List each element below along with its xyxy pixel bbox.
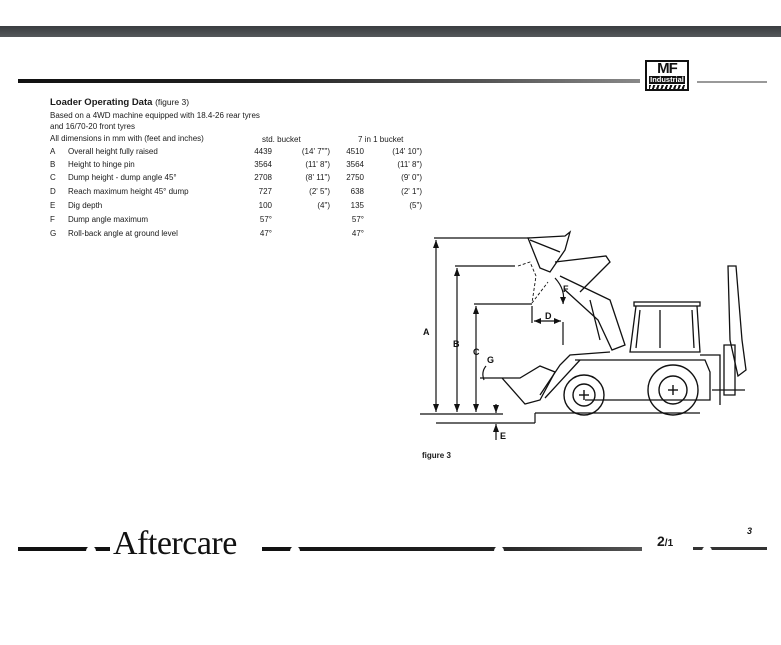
footer-rule-left [18,547,110,551]
row-std-mm: 2708 [254,173,272,182]
row-std-mm: 3564 [254,160,272,169]
dimension-letters: A B C D E F G [423,284,569,441]
row-label: Dump height - dump angle 45° [68,173,177,182]
row-label: Dump angle maximum [68,215,149,224]
table-row: D Reach maximum height 45° dump 727 (2' … [50,187,430,199]
dim-label-c: C [473,347,480,357]
table-row: C Dump height - dump angle 45° 2708 (8' … [50,173,430,185]
page-corner-number: 3 [747,526,753,536]
row-letter: D [50,187,56,196]
mf-industrial-logo: MF Industrial [645,60,689,91]
row-7in1-mm: 4510 [346,147,364,156]
row-label: Reach maximum height 45° dump [68,187,189,196]
footer-rule-mid [262,547,642,551]
logo-mf-text: MF [657,60,678,77]
row-letter: F [50,215,55,224]
footer-brand: Aftercare [113,525,237,562]
loader-dimension-figure: A B C D E F G [420,230,747,441]
section-title: Loader Operating Data (figure 3) [50,97,189,108]
row-std-mm: 4439 [254,147,272,156]
dim-label-a: A [423,327,430,337]
dim-label-e: E [500,431,506,441]
row-letter: G [50,229,57,238]
row-letter: C [50,173,56,182]
row-label: Overall height fully raised [68,147,158,156]
backhoe-arm [712,265,747,396]
row-label: Roll-back angle at ground level [68,229,178,238]
row-7in1-ft: (11' 8") [397,160,422,169]
dim-label-f: F [563,284,569,294]
row-7in1-ft: (9' 0") [401,173,422,182]
header-rule [18,79,640,83]
intro-line-3: All dimensions in mm with (feet and inch… [50,134,204,143]
row-std-ft: (11' 8") [305,160,330,169]
page-number: 2/1 [657,533,673,549]
row-letter: E [50,201,56,210]
row-std-mm: 47° [259,229,272,238]
row-7in1-mm: 638 [350,187,364,196]
table-row: A Overall height fully raised 4439 (14' … [50,147,430,159]
footer-notch [702,546,712,551]
table-row: E Dig depth 100 (4") 135 (5") [50,201,430,213]
loader-arm [539,275,626,399]
dim-label-d: D [545,311,552,321]
row-std-ft: (14' 7"") [301,147,330,156]
footer-notch [290,546,300,551]
page-number-major: 2 [657,533,665,549]
column-header-std-bucket: std. bucket [262,135,301,144]
page-number-minor: /1 [664,538,674,549]
row-7in1-mm: 57° [351,215,364,224]
row-std-ft: (4") [317,201,330,210]
dim-label-b: B [453,339,460,349]
logo-stripes [649,85,685,89]
raised-bucket [527,230,611,293]
logo-industrial-text: Industrial [649,75,685,84]
header-rule-right [697,81,767,83]
section-title-text: Loader Operating Data [50,97,153,108]
row-std-ft: (2' 5") [309,187,330,196]
footer-rule-right [693,547,767,550]
row-7in1-ft: (2' 1") [401,187,422,196]
row-std-ft: (8' 11") [305,173,330,182]
footer-notch [86,546,96,551]
intro-line-1: Based on a 4WD machine equipped with 18.… [50,111,260,120]
section-title-ref: (figure 3) [155,97,190,107]
tractor-body [575,301,721,405]
row-letter: A [50,147,56,156]
row-std-mm: 727 [258,187,272,196]
window-top-bar [0,26,781,37]
row-std-mm: 57° [259,215,272,224]
dump-bucket-outline [517,261,549,304]
front-wheel [563,374,605,416]
column-header-7in1-bucket: 7 in 1 bucket [358,135,404,144]
table-row: G Roll-back angle at ground level 47° 47… [50,229,430,241]
row-letter: B [50,160,56,169]
row-7in1-mm: 47° [351,229,364,238]
row-7in1-mm: 135 [350,201,364,210]
lowered-bucket [480,365,556,405]
row-7in1-mm: 3564 [346,160,364,169]
footer-notch [494,546,504,551]
row-label: Dig depth [68,201,103,210]
figure-caption: figure 3 [422,451,451,460]
row-std-mm: 100 [258,201,272,210]
row-7in1-mm: 2750 [346,173,364,182]
row-7in1-ft: (14' 10") [392,147,422,156]
row-label: Height to hinge pin [68,160,135,169]
rear-wheel [647,364,699,416]
table-row: B Height to hinge pin 3564 (11' 8") 3564… [50,160,430,172]
row-7in1-ft: (5") [409,201,422,210]
intro-line-2: and 16/70-20 front tyres [50,122,135,131]
dim-label-g: G [487,355,494,365]
dimension-arrowheads [433,240,566,432]
table-row: F Dump angle maximum 57° 57° [50,215,430,227]
